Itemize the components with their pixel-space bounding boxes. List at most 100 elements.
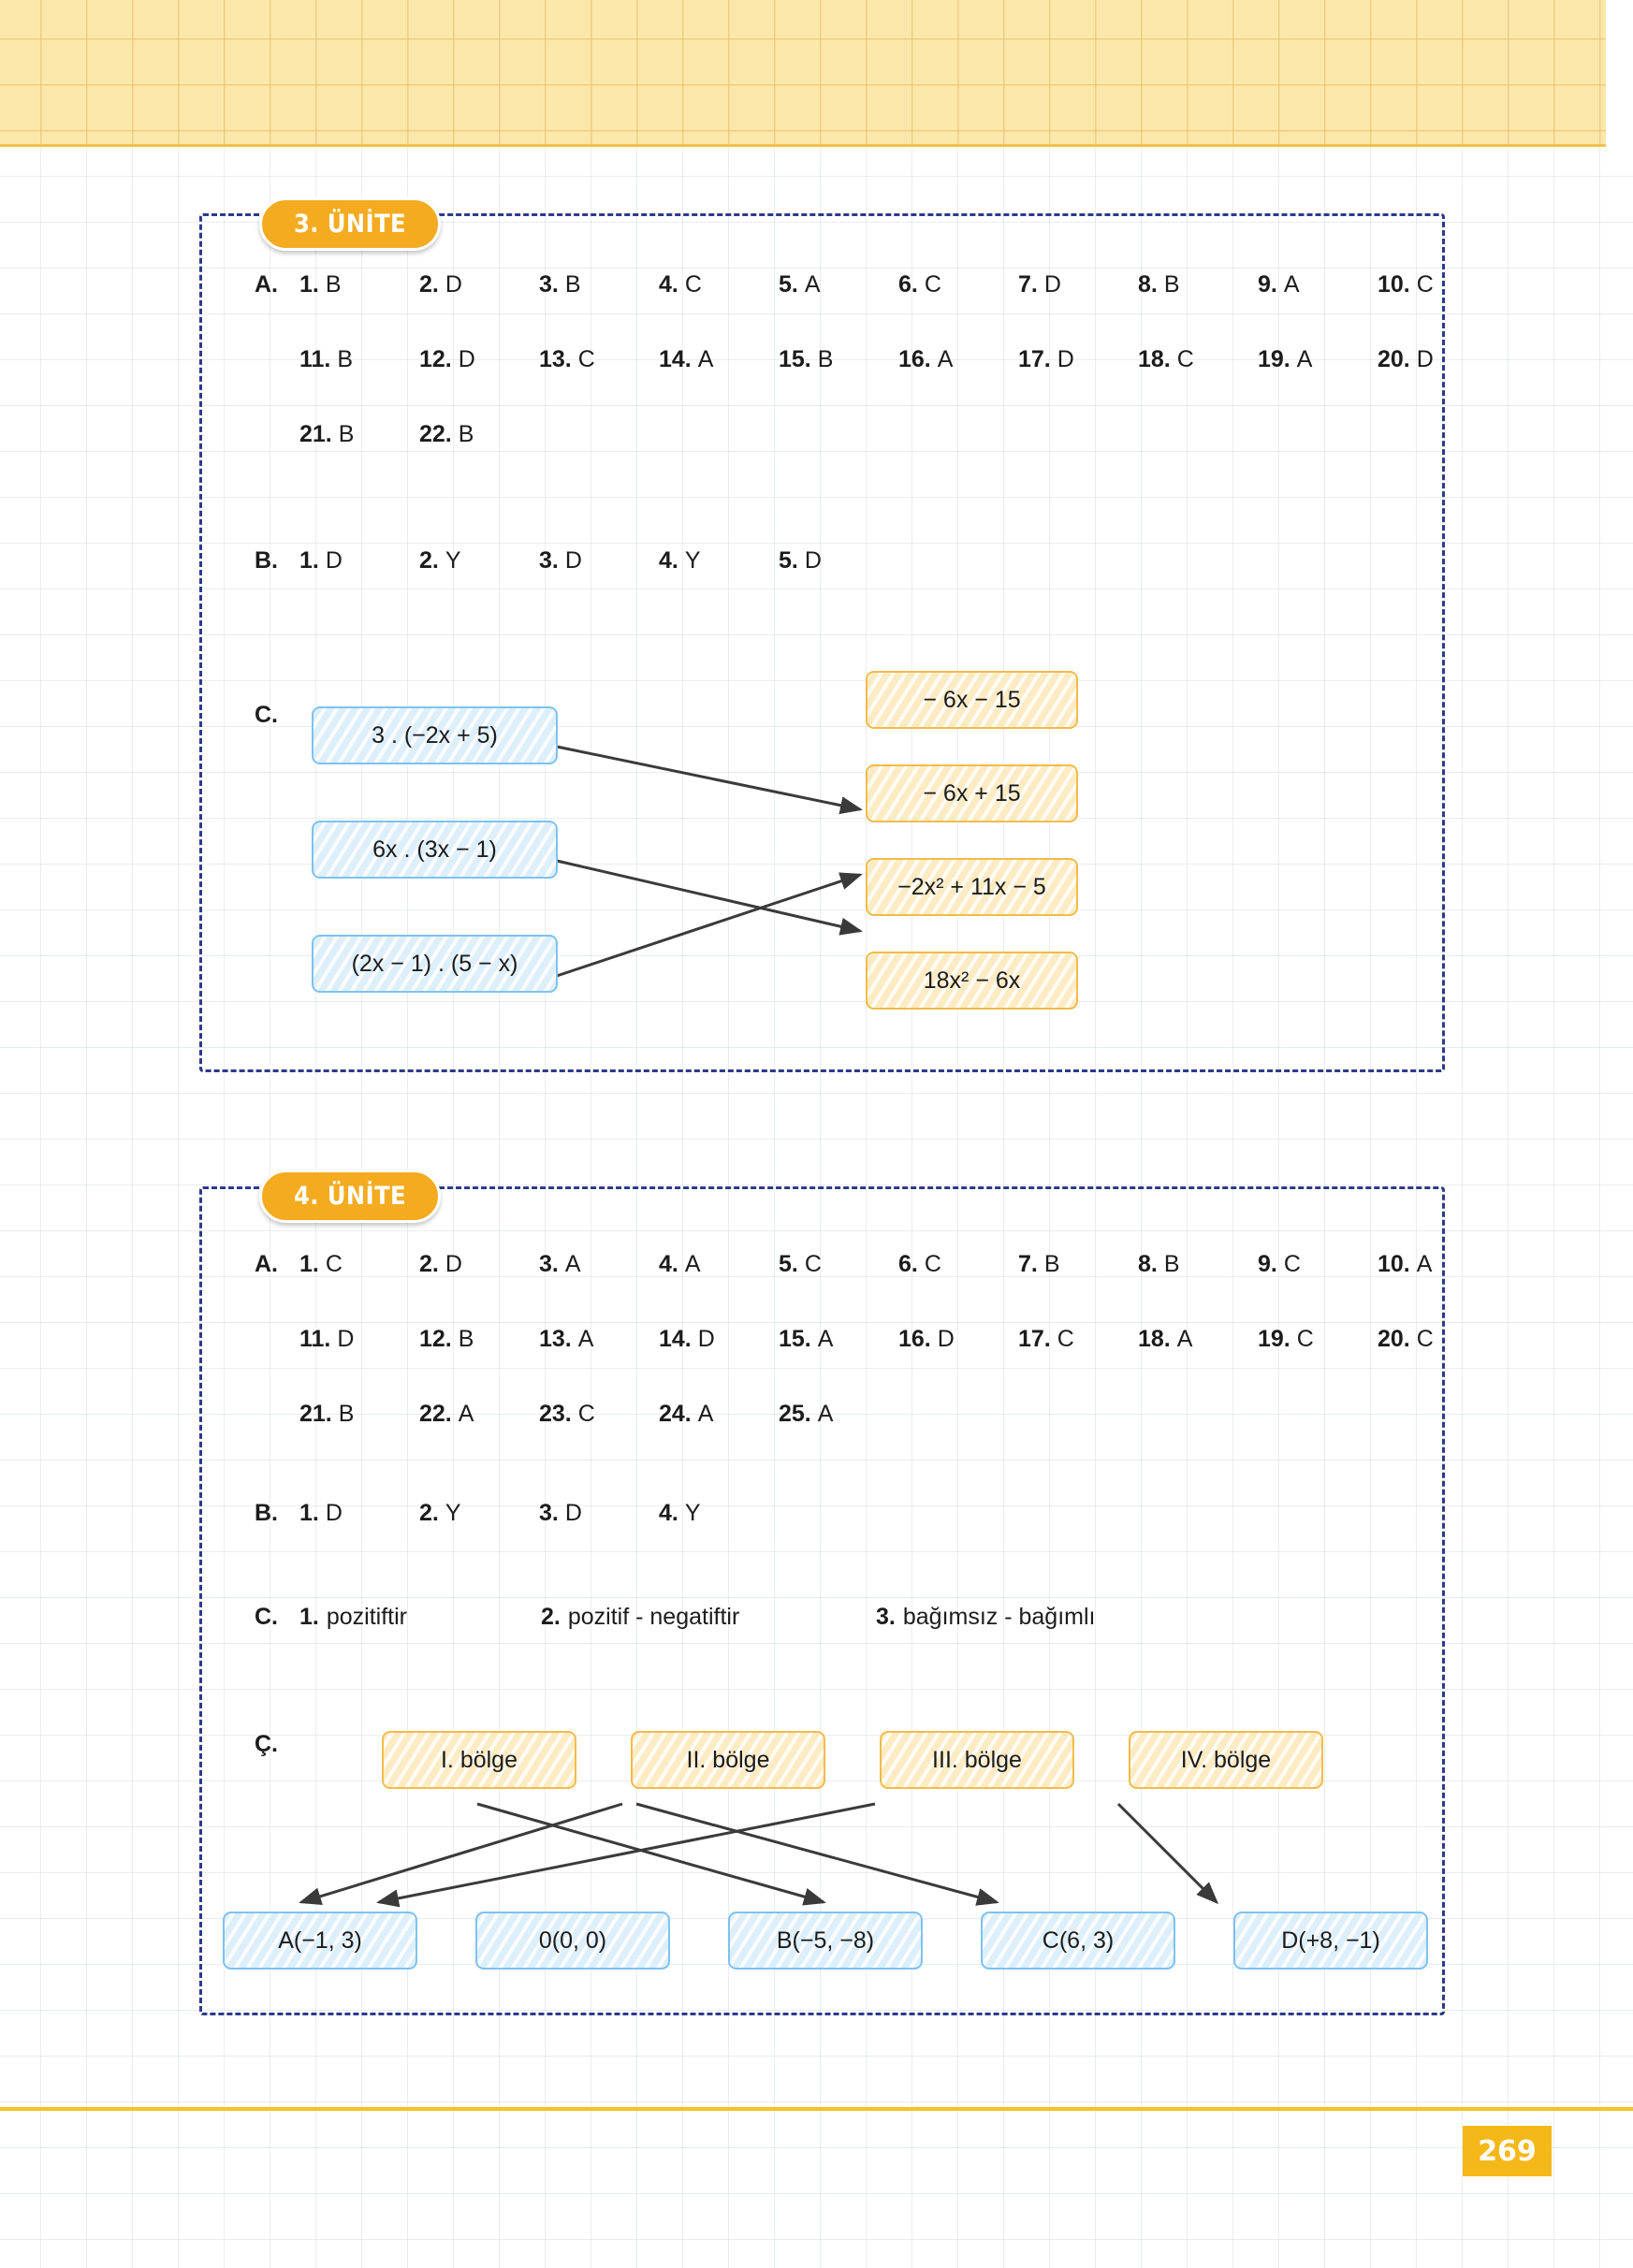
- answer-item: 15.B: [779, 346, 898, 373]
- match-box-point[interactable]: 0(0, 0): [475, 1912, 670, 1970]
- answer-item: 3.D: [539, 1500, 659, 1527]
- answer-number: 3.: [539, 271, 559, 298]
- match-box-region[interactable]: III. bölge: [880, 1731, 1074, 1789]
- answer-number: 4.: [659, 1251, 678, 1277]
- answer-item: 16.D: [898, 1326, 1018, 1353]
- answer-item: 14.D: [659, 1326, 779, 1353]
- answer-value: A: [817, 1401, 834, 1427]
- unit4-section-c-row: C. 1.pozitiftir 2.pozitif - negatiftir 3…: [255, 1604, 1096, 1631]
- answer-value: A: [564, 1251, 581, 1277]
- match-box-point[interactable]: B(−5, −8): [728, 1912, 923, 1970]
- answer-item: 8.B: [1138, 271, 1258, 298]
- answer-item: 2.D: [419, 271, 539, 298]
- answer-item: 4.A: [659, 1251, 779, 1278]
- match-box-region[interactable]: I. bölge: [382, 1731, 576, 1789]
- answer-item: 10.C: [1378, 271, 1434, 298]
- answer-number: 19.: [1258, 1326, 1290, 1352]
- answer-value: C: [1283, 1251, 1301, 1277]
- answer-value: C: [577, 346, 595, 372]
- match-box-point[interactable]: A(−1, 3): [223, 1912, 417, 1970]
- answer-number: 18.: [1138, 1326, 1171, 1352]
- answer-value: B: [325, 271, 342, 298]
- answer-number: 1.: [299, 547, 319, 574]
- answer-number: 6.: [898, 1251, 918, 1277]
- answer-number: 19.: [1258, 346, 1290, 372]
- answer-item: 23.C: [539, 1401, 659, 1428]
- answer-item: 20.C: [1378, 1326, 1434, 1353]
- answer-value: pozitif - negatiftir: [567, 1604, 740, 1630]
- answer-item: 7.D: [1018, 271, 1138, 298]
- answer-value: D: [564, 547, 582, 574]
- answer-item: 12.D: [419, 346, 539, 373]
- answer-number: 7.: [1018, 1251, 1038, 1277]
- answer-number: 14.: [659, 1326, 692, 1352]
- answer-item: 1.B: [299, 271, 419, 298]
- answer-value: C: [804, 1251, 822, 1277]
- answer-number: 17.: [1018, 1326, 1051, 1352]
- answer-value: C: [1057, 1326, 1074, 1352]
- answer-value: A: [697, 346, 714, 372]
- top-decorative-band: [0, 0, 1606, 147]
- answer-value: D: [937, 1326, 955, 1352]
- match-box-point[interactable]: D(+8, −1): [1233, 1912, 1428, 1970]
- text-answer-item: 2.pozitif - negatiftir: [541, 1604, 876, 1631]
- match-box-right[interactable]: −2x² + 11x − 5: [866, 858, 1078, 916]
- answer-number: 8.: [1138, 271, 1158, 298]
- match-box-region[interactable]: II. bölge: [631, 1731, 825, 1789]
- answer-item: 5.A: [779, 271, 898, 298]
- answer-item: 11.D: [299, 1326, 419, 1353]
- match-box-left[interactable]: 6x . (3x − 1): [312, 821, 558, 879]
- unit4-section-a-row-3: 21.B 22.A 23.C 24.A 25.A: [255, 1401, 833, 1428]
- answer-number: 15.: [779, 1326, 811, 1352]
- match-box-left[interactable]: 3 . (−2x + 5): [312, 706, 558, 764]
- answer-value: A: [1283, 271, 1300, 298]
- answer-item: 3.B: [539, 271, 659, 298]
- answer-value: D: [458, 346, 475, 372]
- answer-value: A: [817, 1326, 834, 1352]
- answer-item: 1.D: [299, 547, 419, 574]
- answer-value: C: [924, 271, 941, 298]
- answer-item: 21.B: [299, 1401, 419, 1428]
- answer-number: 4.: [659, 271, 678, 298]
- answer-value: D: [804, 547, 822, 574]
- answer-value: A: [458, 1401, 474, 1427]
- answer-item: 15.A: [779, 1326, 898, 1353]
- unit3-section-c-label-row: C.: [255, 702, 299, 729]
- unit3-panel: [199, 213, 1445, 1072]
- answer-value: D: [1057, 346, 1074, 372]
- unit3-section-a-row-1: A. 1.B 2.D 3.B 4.C 5.A 6.C 7.D 8.B 9.A 1…: [255, 271, 1434, 298]
- answer-number: 3.: [539, 1251, 559, 1277]
- answer-number: 2.: [541, 1604, 561, 1630]
- answer-value: A: [1296, 346, 1313, 372]
- answer-number: 9.: [1258, 271, 1277, 298]
- answer-number: 1.: [299, 1604, 319, 1630]
- match-box-right[interactable]: 18x² − 6x: [866, 952, 1078, 1010]
- answer-item: 13.C: [539, 346, 659, 373]
- answer-number: 15.: [779, 346, 811, 372]
- answer-value: C: [1416, 1326, 1434, 1352]
- match-box-right[interactable]: − 6x − 15: [866, 671, 1078, 729]
- answer-item: 3.A: [539, 1251, 659, 1278]
- answer-number: 20.: [1378, 346, 1410, 372]
- answer-value: C: [1416, 271, 1434, 298]
- answer-value: B: [1043, 1251, 1060, 1277]
- answer-number: 20.: [1378, 1326, 1410, 1352]
- answer-value: B: [337, 346, 354, 372]
- match-box-left[interactable]: (2x − 1) . (5 − x): [312, 935, 558, 993]
- match-box-right[interactable]: − 6x + 15: [866, 764, 1078, 822]
- answer-item: 1.D: [299, 1500, 419, 1527]
- top-band-right-edge: [1606, 0, 1633, 147]
- answer-number: 12.: [419, 1326, 452, 1352]
- answer-value: B: [817, 346, 834, 372]
- answer-item: 9.C: [1258, 1251, 1378, 1278]
- answer-item: 24.A: [659, 1401, 779, 1428]
- answer-number: 11.: [299, 346, 331, 372]
- answer-number: 17.: [1018, 346, 1051, 372]
- answer-item: 4.Y: [659, 1500, 701, 1527]
- answer-value: B: [1163, 271, 1180, 298]
- match-box-region[interactable]: IV. bölge: [1129, 1731, 1323, 1789]
- unit4-badge: 4. ÜNİTE: [259, 1170, 442, 1223]
- answer-value: C: [577, 1401, 595, 1427]
- match-box-point[interactable]: C(6, 3): [981, 1912, 1175, 1970]
- answer-value: B: [458, 421, 474, 447]
